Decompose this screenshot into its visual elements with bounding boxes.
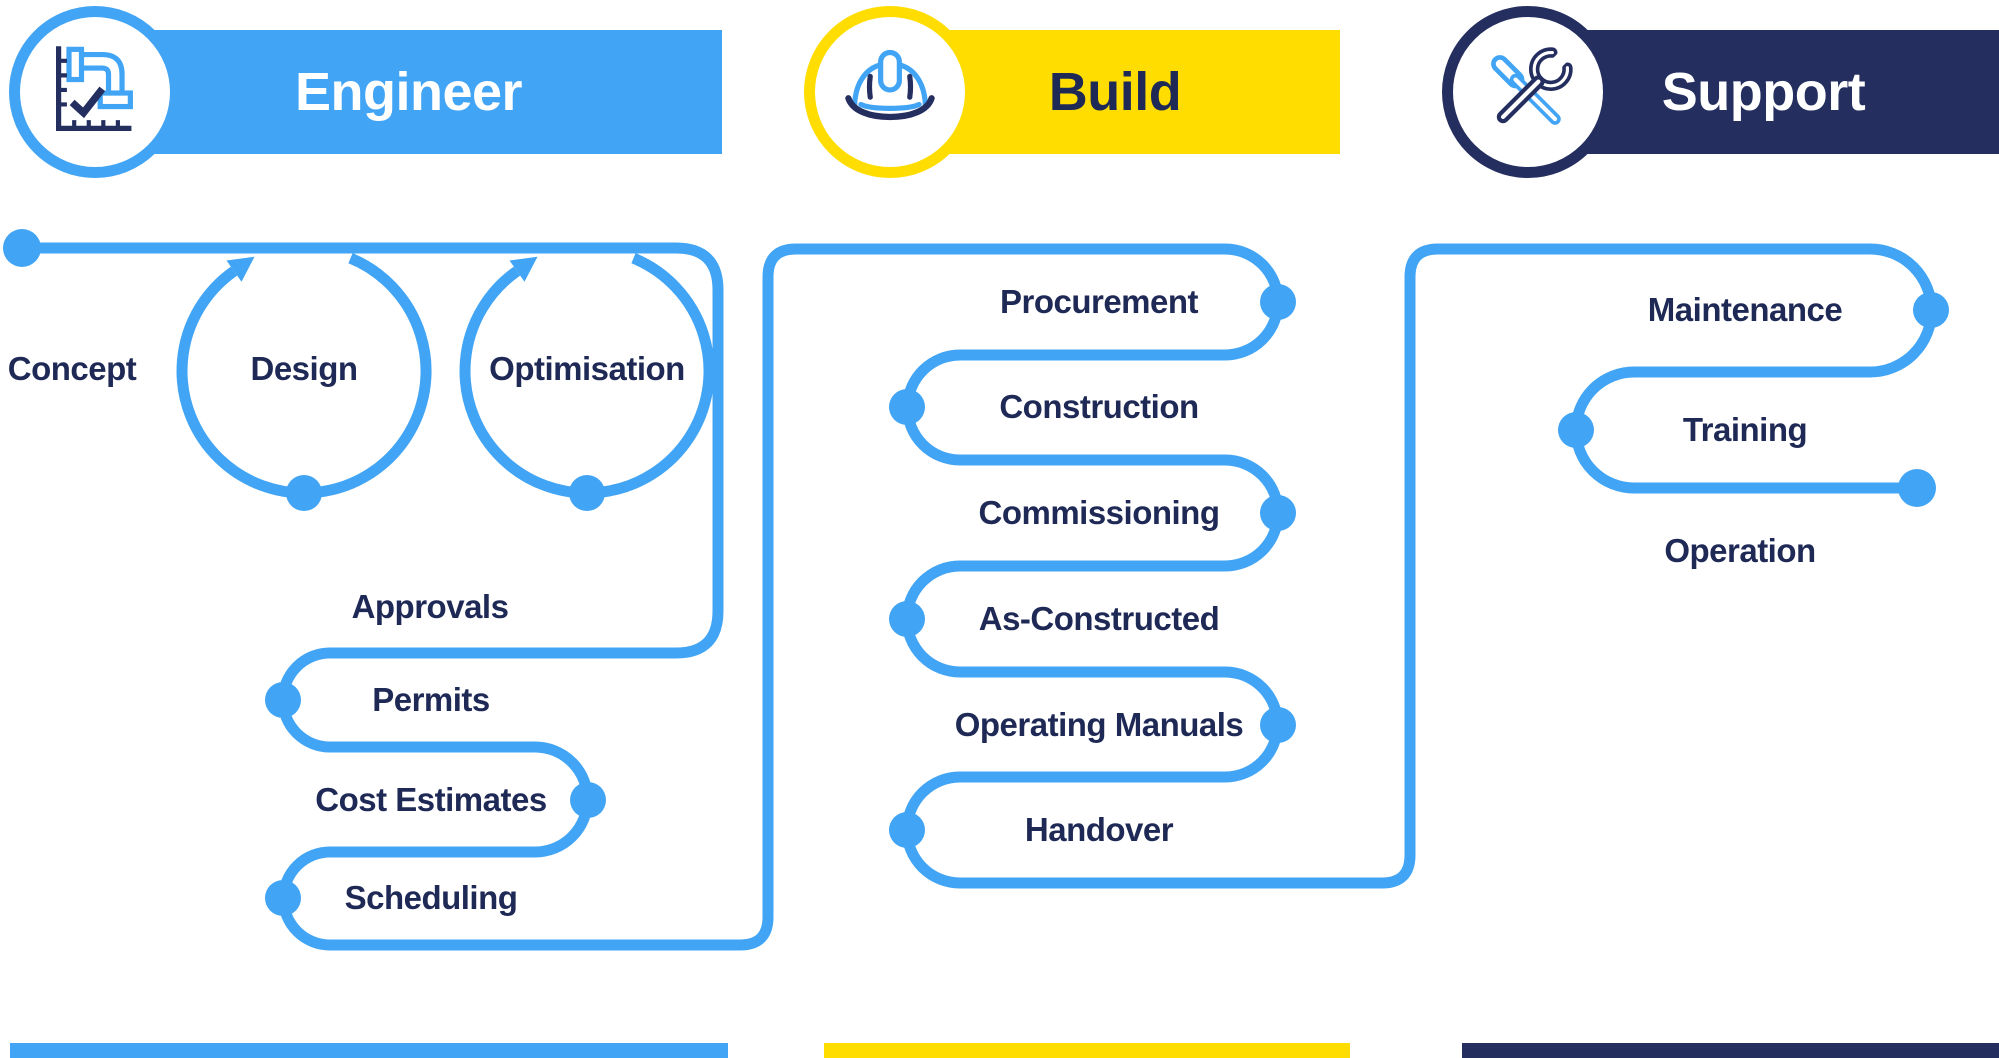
construction-node-dot xyxy=(889,389,925,425)
next-section-bar-yellow xyxy=(824,1043,1350,1058)
engineer-title: Engineer xyxy=(294,62,523,122)
step-label-approvals: Approvals xyxy=(351,588,509,625)
step-label-commissioning: Commissioning xyxy=(978,494,1220,531)
operation-end-dot xyxy=(1898,469,1936,507)
step-label-concept: Concept xyxy=(7,350,137,387)
procurement-node-dot xyxy=(1260,284,1296,320)
commissioning-node-dot xyxy=(1260,495,1296,531)
next-section-bar-navy xyxy=(1462,1043,1999,1058)
training-node-dot xyxy=(1558,412,1594,448)
engineer-banner: Engineer xyxy=(95,30,722,154)
design-loop-arrowhead xyxy=(226,256,255,282)
design-node-dot xyxy=(286,475,322,511)
cost-estimates-node-dot xyxy=(570,782,606,818)
screwdriver-wrench-icon xyxy=(1491,41,1579,125)
pipe-design-check-icon xyxy=(56,46,133,131)
build-circle-badge xyxy=(804,6,976,178)
step-label-operation: Operation xyxy=(1664,532,1816,569)
optimisation-node-dot xyxy=(569,475,605,511)
permits-node-dot xyxy=(265,682,301,718)
step-label-operating-manuals: Operating Manuals xyxy=(954,706,1244,743)
step-label-maintenance: Maintenance xyxy=(1647,291,1843,328)
step-label-handover: Handover xyxy=(1024,811,1174,848)
operating-manuals-node-dot xyxy=(1260,707,1296,743)
as-constructed-node-dot xyxy=(889,601,925,637)
step-label-scheduling: Scheduling xyxy=(344,879,518,916)
optimisation-loop-arrowhead xyxy=(509,256,538,282)
hard-hat-icon xyxy=(845,49,935,121)
support-circle-badge xyxy=(1442,6,1614,178)
step-label-training: Training xyxy=(1682,411,1808,448)
step-label-procurement: Procurement xyxy=(999,283,1199,320)
scheduling-node-dot xyxy=(265,880,301,916)
step-label-construction: Construction xyxy=(999,388,1199,425)
handover-node-dot xyxy=(889,812,925,848)
build-title: Build xyxy=(1048,62,1182,122)
step-label-permits: Permits xyxy=(372,681,490,718)
engineer-circle-badge xyxy=(9,6,181,178)
support-title: Support xyxy=(1661,62,1866,122)
next-section-bar-blue xyxy=(10,1043,728,1058)
step-label-as-constructed: As-Constructed xyxy=(978,600,1220,637)
start-node-dot xyxy=(3,229,41,267)
maintenance-node-dot xyxy=(1913,292,1949,328)
step-label-design: Design xyxy=(250,350,358,387)
step-label-cost-estimates: Cost Estimates xyxy=(315,781,547,818)
step-label-optimisation: Optimisation xyxy=(489,350,685,387)
